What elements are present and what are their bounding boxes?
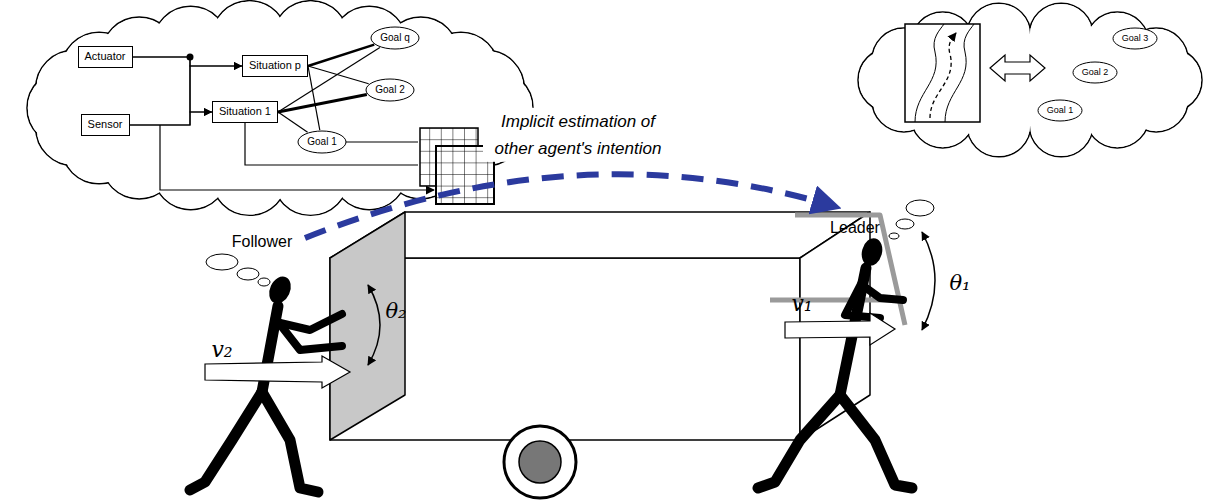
- leader-figure: [758, 268, 912, 488]
- connector: [278, 95, 367, 112]
- ellipse-outline: [1038, 100, 1082, 121]
- thought-cloud: [1086, 85, 1148, 147]
- role-label: Follower: [232, 232, 292, 251]
- wheel: [504, 426, 576, 498]
- goal-ellipse: Goal q: [370, 26, 420, 50]
- velocity-symbol: v₂: [211, 337, 232, 363]
- leader-figure: [862, 285, 903, 300]
- process-box: Situation 1: [212, 101, 278, 123]
- connector: [308, 45, 374, 66]
- road-map: [905, 24, 980, 122]
- angle-symbol: θ₂: [385, 299, 406, 324]
- cart: [330, 212, 405, 440]
- thought-bubble: [906, 200, 934, 216]
- velocity-symbol: v₁: [791, 291, 812, 317]
- road-map: [905, 24, 980, 122]
- cart: [330, 212, 870, 258]
- connector: [130, 112, 213, 125]
- node-text: Goal 3: [1122, 33, 1149, 44]
- node-text: Goal 2: [375, 84, 404, 96]
- thought-cloud: [858, 3, 1202, 157]
- goal-ellipse: Goal 3: [1112, 27, 1158, 50]
- connector: [133, 57, 243, 66]
- role-label: Leader: [830, 218, 880, 237]
- connector: [133, 57, 213, 112]
- thought-bubble: [206, 254, 270, 286]
- double-arrow: [990, 55, 1045, 81]
- process-box: Sensor: [81, 114, 130, 136]
- follower-figure: [190, 392, 262, 490]
- follower-figure: [190, 306, 342, 492]
- process-box: Situation p: [242, 55, 308, 77]
- follower-head: [265, 273, 295, 307]
- node-text: Goal q: [380, 32, 409, 44]
- process-box: Actuator: [78, 46, 133, 68]
- thought-bubble: [258, 278, 270, 286]
- thought-cloud: [1030, 4, 1092, 66]
- thought-cloud: [1030, 94, 1092, 156]
- thought-bubble: [206, 254, 238, 270]
- thought-bubble: [237, 268, 259, 280]
- ellipse-outline: [1113, 28, 1157, 49]
- force-arrow: [785, 313, 895, 345]
- thought-bubble: [889, 233, 899, 239]
- connector: [308, 66, 320, 130]
- signal-wire: [160, 125, 434, 190]
- road-map: [915, 24, 944, 122]
- angle-arrow: [368, 285, 380, 365]
- wheel: [519, 441, 561, 483]
- connector: [278, 112, 308, 132]
- thought-bubble: [896, 219, 914, 229]
- connector: [308, 66, 369, 84]
- signal-wire: [245, 118, 418, 165]
- leader-head: [859, 236, 886, 268]
- goal-ellipse: Goal 2: [365, 78, 415, 102]
- thought-bubble: [889, 200, 934, 239]
- road-map: [930, 33, 956, 118]
- follower-figure: [262, 392, 318, 492]
- angle-arrow: [922, 232, 935, 330]
- wheel: [504, 426, 576, 498]
- angle-symbol: θ₁: [949, 271, 970, 296]
- ellipse-outline: [1073, 62, 1117, 83]
- annotation: Implicit estimation of other agent's int…: [483, 108, 673, 162]
- ellipse-outline: [298, 131, 346, 153]
- node-text: Goal 2: [1082, 67, 1109, 78]
- node-text: Goal 1: [307, 136, 336, 148]
- ellipse-outline: [366, 79, 414, 101]
- leader-figure: [758, 395, 840, 488]
- ellipse-outline: [371, 27, 419, 49]
- goal-ellipse: Goal 1: [297, 130, 347, 154]
- leader-figure: [840, 395, 912, 488]
- node-text: Sensor: [88, 118, 123, 131]
- node-text: Actuator: [85, 50, 126, 63]
- intention-arc: [305, 174, 830, 238]
- node-text: Situation p: [249, 59, 301, 72]
- goal-ellipse: Goal 1: [1037, 99, 1083, 122]
- signal-wire: [160, 118, 434, 190]
- follower-figure: [276, 314, 342, 330]
- thought-cloud: [27, 1, 533, 216]
- node-text: Goal 1: [1047, 105, 1074, 116]
- goal-ellipse: Goal 2: [1072, 61, 1118, 84]
- cart-handle: [770, 215, 905, 325]
- node-text: Situation 1: [219, 105, 271, 118]
